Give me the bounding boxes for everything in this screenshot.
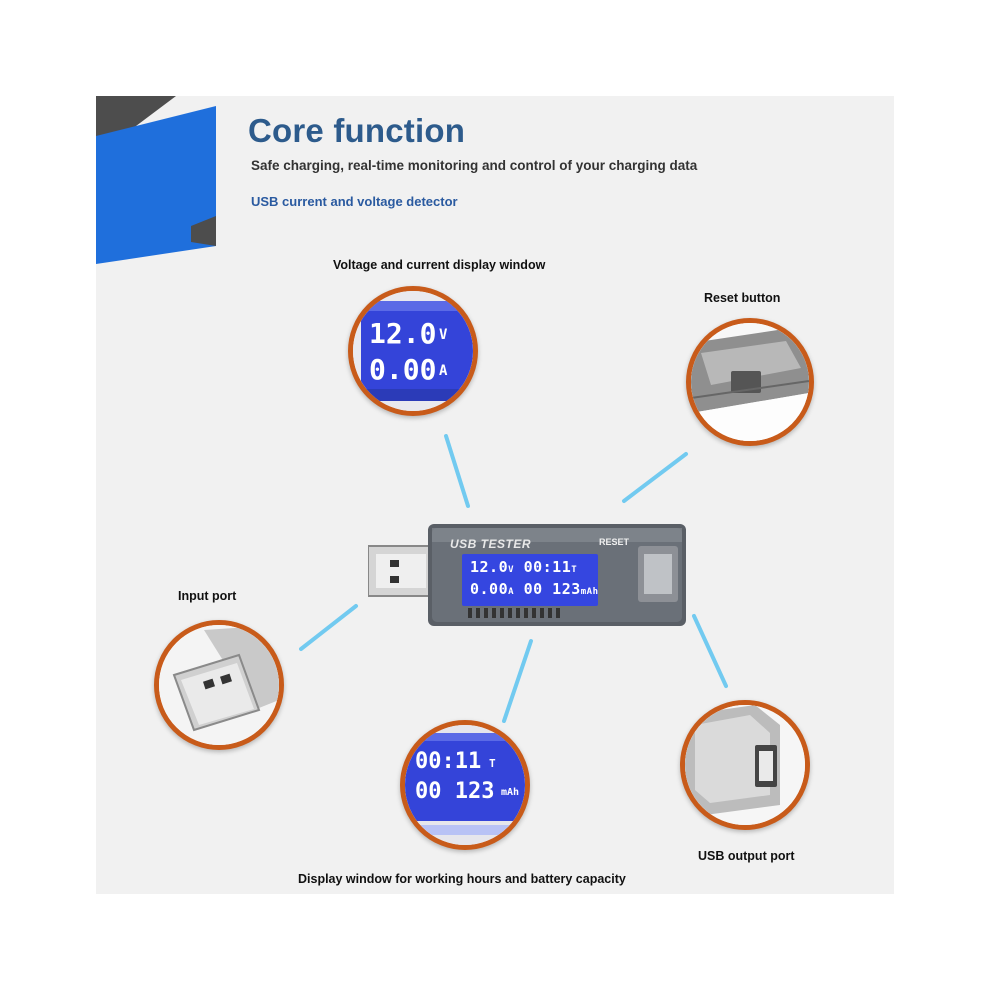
page-subtitle: Safe charging, real-time monitoring and … <box>251 158 698 173</box>
device-capacity: 00 123 <box>523 580 581 598</box>
label-output-port: USB output port <box>698 849 795 863</box>
page-title: Core function <box>248 112 466 149</box>
label-display-window: Voltage and current display window <box>333 258 546 272</box>
closeup-voltage-value: 12.0 <box>369 317 437 350</box>
connector-line-input <box>299 604 358 651</box>
connector-line-output <box>692 614 728 688</box>
circle-output-port <box>680 700 810 830</box>
product-name: USB current and voltage detector <box>251 194 458 209</box>
corner-decoration <box>96 96 216 264</box>
lcd-closeup-time <box>405 725 525 845</box>
circle-time-capacity-window: 00:11 T 00 123 mAh <box>400 720 530 850</box>
device-voltage: 12.0 <box>470 558 509 576</box>
device-lcd: 12.0V 00:11T 0.00A 00 123mAh <box>462 554 598 606</box>
label-input-port: Input port <box>178 589 237 603</box>
label-time-capacity-window: Display window for working hours and bat… <box>298 872 626 886</box>
device-brand: USB TESTER <box>450 537 532 551</box>
closeup-current-value: 0.00 <box>369 353 437 386</box>
device-current-unit: A <box>508 587 515 597</box>
usb-socket-closeup <box>685 705 805 825</box>
device-time-unit: T <box>571 565 578 575</box>
circle-reset-button <box>686 318 814 446</box>
device-current: 0.00 <box>470 580 509 598</box>
lcd-closeup-voltage <box>353 291 473 411</box>
reset-button-closeup <box>691 323 809 441</box>
device-time: 00:11 <box>523 558 572 576</box>
circle-display-window: 12.0 V 0.00 A <box>348 286 478 416</box>
closeup-voltage-unit: V <box>439 327 448 343</box>
circle-input-port <box>154 620 284 750</box>
device-reset-label: RESET <box>599 537 630 547</box>
device-capacity-unit: mAh <box>580 587 599 597</box>
connector-line-reset <box>622 452 688 503</box>
device-voltage-unit: V <box>508 565 515 575</box>
label-reset-button: Reset button <box>704 291 781 305</box>
closeup-capacity-value: 00 123 <box>415 779 495 804</box>
usb-plug-closeup <box>159 625 279 745</box>
connector-lines <box>299 434 728 723</box>
connector-line-time <box>502 639 533 723</box>
closeup-time-unit: T <box>489 757 496 770</box>
feature-panel: Core function Safe charging, real-time m… <box>96 96 894 894</box>
closeup-time-value: 00:11 <box>415 749 482 774</box>
closeup-capacity-unit: mAh <box>501 787 520 798</box>
closeup-current-unit: A <box>439 363 448 379</box>
connector-line-display <box>444 434 470 508</box>
